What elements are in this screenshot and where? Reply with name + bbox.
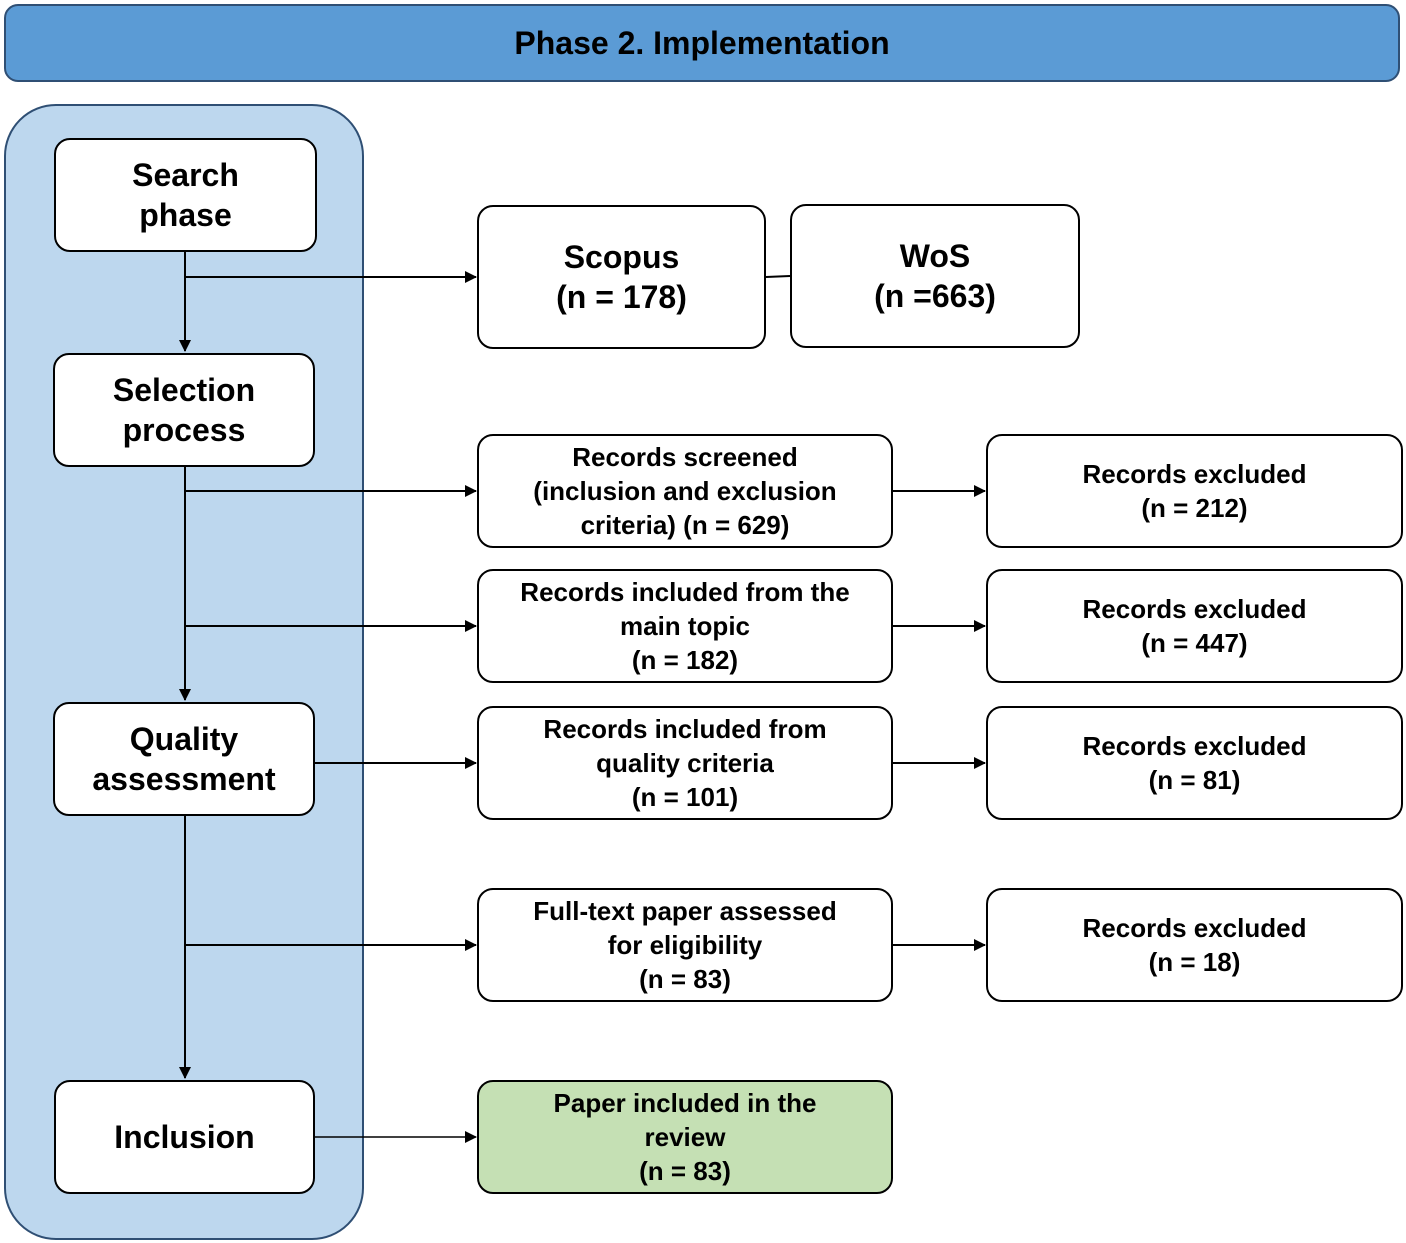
stage-selection: Selection process xyxy=(53,353,315,467)
records-screened: Records screened (inclusion and exclusio… xyxy=(477,434,893,548)
phase-title: Phase 2. Implementation xyxy=(514,24,890,61)
records-full-text: Full-text paper assessed for eligibility… xyxy=(477,888,893,1002)
source-scopus: Scopus (n = 178) xyxy=(477,205,766,349)
source-wos: WoS (n =663) xyxy=(790,204,1080,348)
stage-quality-label: Quality assessment xyxy=(92,721,276,797)
records-main-topic-label: Records included from the main topic (n … xyxy=(520,577,850,675)
stage-selection-label: Selection process xyxy=(112,372,256,448)
excluded-2-label: Records excluded (n = 447) xyxy=(1082,594,1307,658)
excluded-2: Records excluded (n = 447) xyxy=(986,569,1403,683)
records-quality-criteria-label: Records included from quality criteria (… xyxy=(543,714,827,812)
stage-search: Search phase xyxy=(54,138,317,252)
excluded-1: Records excluded (n = 212) xyxy=(986,434,1403,548)
stage-search-label: Search phase xyxy=(132,157,239,233)
records-included-label: Paper included in the review (n = 83) xyxy=(553,1088,817,1186)
records-quality-criteria: Records included from quality criteria (… xyxy=(477,706,893,820)
source-scopus-label: Scopus (n = 178) xyxy=(556,239,687,315)
excluded-3: Records excluded (n = 81) xyxy=(986,706,1403,820)
connector-scopus-wos xyxy=(765,275,791,278)
records-main-topic: Records included from the main topic (n … xyxy=(477,569,893,683)
excluded-3-label: Records excluded (n = 81) xyxy=(1082,731,1307,795)
records-full-text-label: Full-text paper assessed for eligibility… xyxy=(533,896,837,994)
stage-inclusion-label: Inclusion xyxy=(114,1119,255,1155)
phase-header: Phase 2. Implementation xyxy=(4,4,1400,82)
stage-quality: Quality assessment xyxy=(53,702,315,816)
source-wos-label: WoS (n =663) xyxy=(874,238,996,314)
records-included: Paper included in the review (n = 83) xyxy=(477,1080,893,1194)
excluded-4: Records excluded (n = 18) xyxy=(986,888,1403,1002)
stage-inclusion: Inclusion xyxy=(54,1080,315,1194)
excluded-4-label: Records excluded (n = 18) xyxy=(1082,913,1307,977)
excluded-1-label: Records excluded (n = 212) xyxy=(1082,459,1307,523)
records-screened-label: Records screened (inclusion and exclusio… xyxy=(533,442,837,540)
